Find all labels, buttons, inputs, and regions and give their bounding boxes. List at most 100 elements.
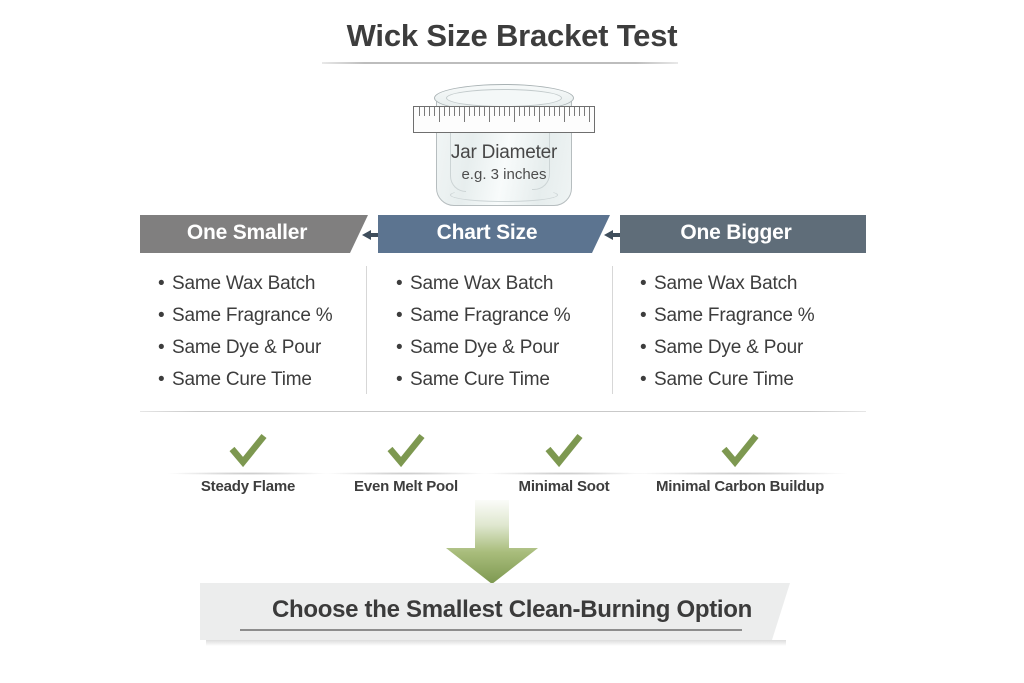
bullet-dot-icon: •	[158, 369, 165, 390]
jar-base	[450, 188, 558, 202]
ruler-tick	[479, 107, 480, 116]
bullet-dot-icon: •	[396, 273, 403, 294]
criteria-column-2: • Same Wax Batch • Same Fragrance % • Same Dy…	[396, 268, 632, 396]
list-item-label: Same Dye & Pour	[654, 337, 804, 358]
list-item-label: Same Wax Batch	[654, 273, 798, 294]
list-item: • Same Cure Time	[158, 364, 394, 396]
jar-rim-inner	[446, 89, 562, 107]
candle-jar-icon: Jar Diameter e.g. 3 inches	[413, 84, 595, 208]
page-title: Wick Size Bracket Test	[346, 18, 678, 53]
list-item: • Same Wax Batch	[640, 268, 876, 300]
outcome-check-label: Minimal Soot	[518, 478, 610, 495]
check-icon	[496, 432, 632, 470]
list-item: • Same Dye & Pour	[158, 332, 394, 364]
outcome-check-4: Minimal Carbon Buildup	[645, 432, 835, 495]
check-shadow-4	[633, 472, 847, 475]
bullet-dot-icon: •	[158, 273, 165, 294]
bullet-dot-icon: •	[158, 337, 165, 358]
ruler-icon	[413, 106, 595, 133]
list-item: • Same Cure Time	[640, 364, 876, 396]
bullet-dot-icon: •	[640, 273, 647, 294]
ruler-tick	[569, 107, 570, 116]
list-item-label: Same Wax Batch	[172, 273, 316, 294]
banner-connector-arrow-2	[604, 228, 626, 240]
ruler-tick	[549, 107, 550, 116]
conclusion-text: Choose the Smallest Clean-Burning Option	[271, 596, 753, 623]
list-item-label: Same Dye & Pour	[410, 337, 560, 358]
list-item: • Same Cure Time	[396, 364, 632, 396]
ruler-tick	[584, 107, 585, 116]
bullet-dot-icon: •	[396, 305, 403, 326]
list-item: • Same Fragrance %	[640, 300, 876, 332]
list-item-label: Same Cure Time	[410, 369, 550, 390]
ruler-tick	[504, 107, 505, 116]
list-item-label: Same Fragrance %	[410, 305, 571, 326]
ruler-tick	[529, 107, 530, 116]
list-item-label: Same Fragrance %	[654, 305, 815, 326]
list-item-label: Same Dye & Pour	[172, 337, 322, 358]
title-divider	[322, 62, 678, 64]
bullet-dot-icon: •	[640, 305, 647, 326]
check-shadow-1	[168, 472, 328, 475]
ruler-tick	[589, 107, 590, 122]
banner-label: One Bigger	[680, 221, 792, 244]
criteria-column-3: • Same Wax Batch • Same Fragrance % • Same Dy…	[640, 268, 876, 396]
ruler-tick	[494, 107, 495, 116]
outcome-check-label: Even Melt Pool	[354, 478, 458, 495]
ruler-tick	[509, 107, 510, 116]
ruler-tick	[419, 107, 420, 116]
ruler-tick	[554, 107, 555, 116]
ruler-tick	[559, 107, 560, 116]
ruler-tick	[519, 107, 520, 116]
jar-diameter-label: Jar Diameter	[450, 142, 558, 163]
outcome-check-label: Minimal Carbon Buildup	[655, 478, 825, 495]
banner-connector-arrow-1	[362, 228, 384, 240]
section-divider	[140, 411, 866, 412]
ruler-tick	[449, 107, 450, 116]
check-shadow-3	[484, 472, 644, 475]
ruler-tick	[539, 107, 540, 122]
ruler-tick	[534, 107, 535, 116]
bullet-dot-icon: •	[640, 337, 647, 358]
banner-2[interactable]: Chart Size	[378, 215, 610, 253]
bullet-dot-icon: •	[396, 337, 403, 358]
ruler-tick	[524, 107, 525, 116]
conclusion-banner	[200, 583, 790, 640]
outcome-check-1: Steady Flame	[180, 432, 316, 495]
check-icon	[645, 432, 835, 470]
conclusion-banner-shadow	[206, 640, 786, 646]
conclusion-underline	[240, 629, 742, 631]
ruler-tick	[434, 107, 435, 116]
down-arrow-icon	[432, 500, 552, 584]
ruler-tick	[464, 107, 465, 122]
outcome-check-2: Even Melt Pool	[338, 432, 474, 495]
ruler-tick	[514, 107, 515, 122]
ruler-tick	[489, 107, 490, 122]
ruler-tick	[579, 107, 580, 116]
list-item-label: Same Wax Batch	[410, 273, 554, 294]
list-item: • Same Wax Batch	[396, 268, 632, 300]
bullet-dot-icon: •	[396, 369, 403, 390]
ruler-tick	[484, 107, 485, 116]
ruler-tick	[574, 107, 575, 116]
list-item: • Same Wax Batch	[158, 268, 394, 300]
list-item-label: Same Cure Time	[172, 369, 312, 390]
ruler-tick	[429, 107, 430, 116]
ruler-tick	[439, 107, 440, 122]
list-item-label: Same Cure Time	[654, 369, 794, 390]
check-icon	[338, 432, 474, 470]
column-divider-2	[612, 266, 613, 394]
bullet-dot-icon: •	[640, 369, 647, 390]
ruler-tick	[444, 107, 445, 116]
ruler-tick	[564, 107, 565, 122]
list-item-label: Same Fragrance %	[172, 305, 333, 326]
banner-3[interactable]: One Bigger	[620, 215, 866, 253]
list-item: • Same Fragrance %	[396, 300, 632, 332]
list-item: • Same Dye & Pour	[396, 332, 632, 364]
check-icon	[180, 432, 316, 470]
jar-diameter-example: e.g. 3 inches	[461, 166, 547, 183]
ruler-tick	[459, 107, 460, 116]
banner-1[interactable]: One Smaller	[140, 215, 368, 253]
ruler-tick	[424, 107, 425, 116]
